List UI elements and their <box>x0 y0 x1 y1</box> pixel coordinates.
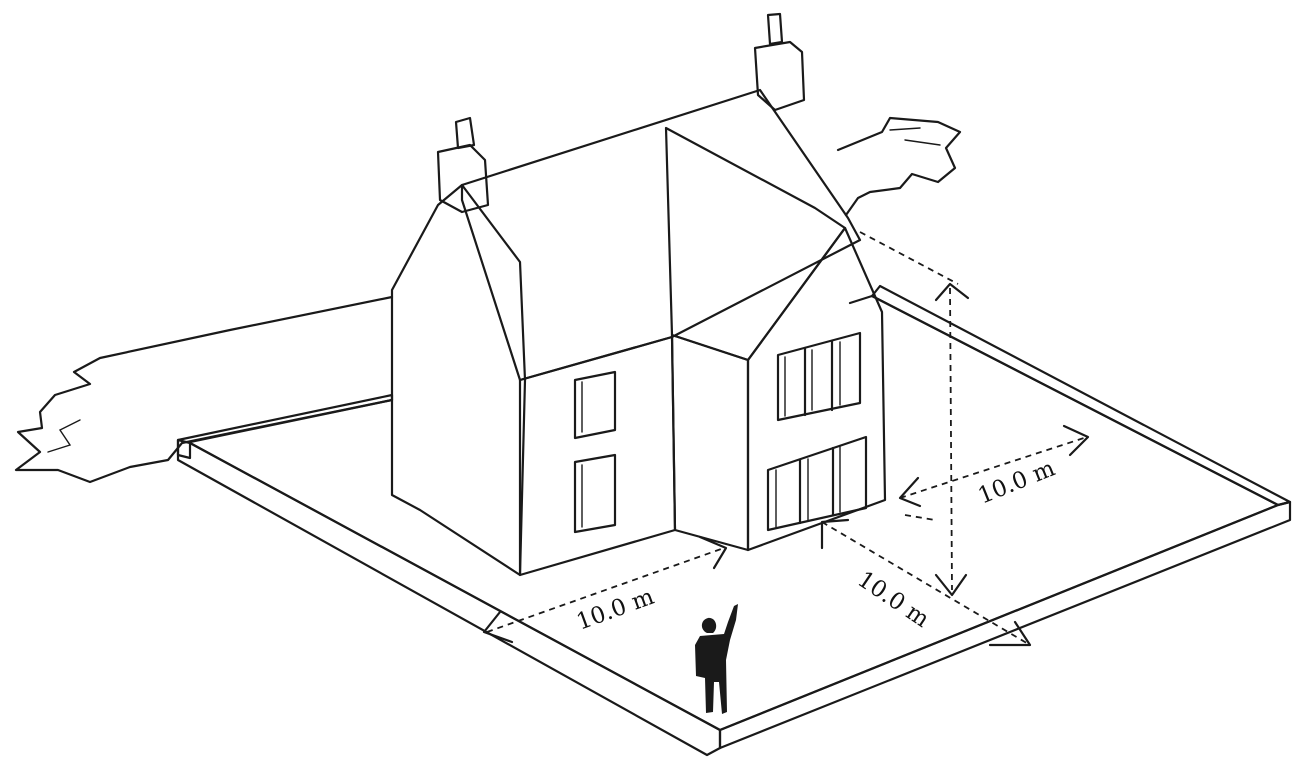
house-window-lower <box>575 455 615 532</box>
dimension-side-label: 10.0 m <box>975 455 1059 509</box>
house-roof <box>462 90 860 380</box>
chimney-icon <box>755 14 804 110</box>
extension-side-wall <box>672 335 748 550</box>
dimension-distance-label: 10.0 m <box>853 566 934 633</box>
dimension-depth-label: 10.0 m <box>573 584 658 636</box>
dimension-side: 10.0 m <box>900 426 1088 510</box>
road-left-icon <box>16 297 392 482</box>
direction-arrow-icon <box>838 118 960 215</box>
dimension-guides <box>860 232 968 595</box>
extension-window-upper <box>778 333 860 420</box>
person-icon <box>695 604 738 714</box>
house-window-upper <box>575 372 615 438</box>
house-side-wall <box>392 185 525 575</box>
extension-window-lower <box>768 437 866 530</box>
dimension-distance: 10.0 m <box>822 520 1030 645</box>
